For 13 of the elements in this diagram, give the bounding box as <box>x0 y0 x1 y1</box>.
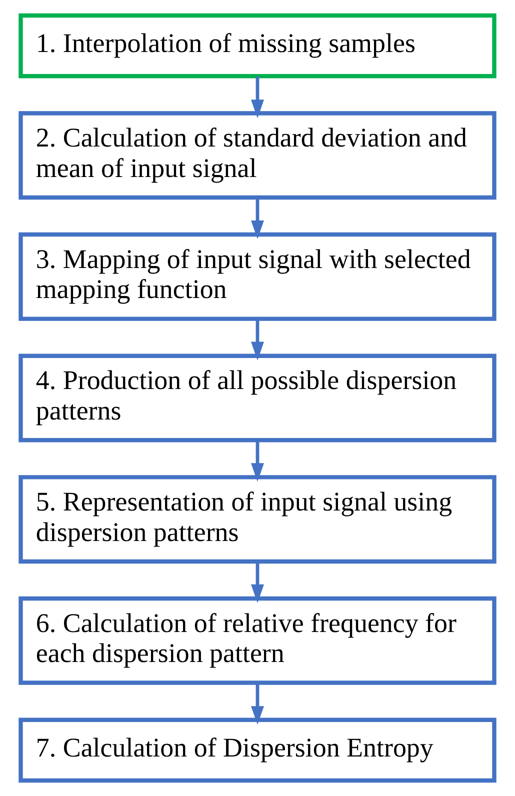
node-box: 2. Calculation of standard deviation and mean of input signal <box>18 111 496 200</box>
arrow <box>251 440 264 482</box>
node-box: 3. Mapping of input signal with selected mapping function <box>18 232 496 321</box>
arrow <box>251 76 264 118</box>
node-box: 1. Interpolation of missing samples <box>18 13 496 78</box>
arrow <box>251 562 264 603</box>
node-box: 4. Production of all possible dispersion patterns <box>18 354 496 442</box>
node-box: 6. Calculation of relative frequency for each dispersion pattern <box>18 596 496 685</box>
arrow <box>251 318 264 360</box>
arrow <box>251 198 264 240</box>
node-box: 7. Calculation of Dispersion Entropy <box>18 718 496 783</box>
arrow <box>251 683 264 725</box>
node-box: 5. Representation of input signal using dispersion patterns <box>18 475 496 564</box>
